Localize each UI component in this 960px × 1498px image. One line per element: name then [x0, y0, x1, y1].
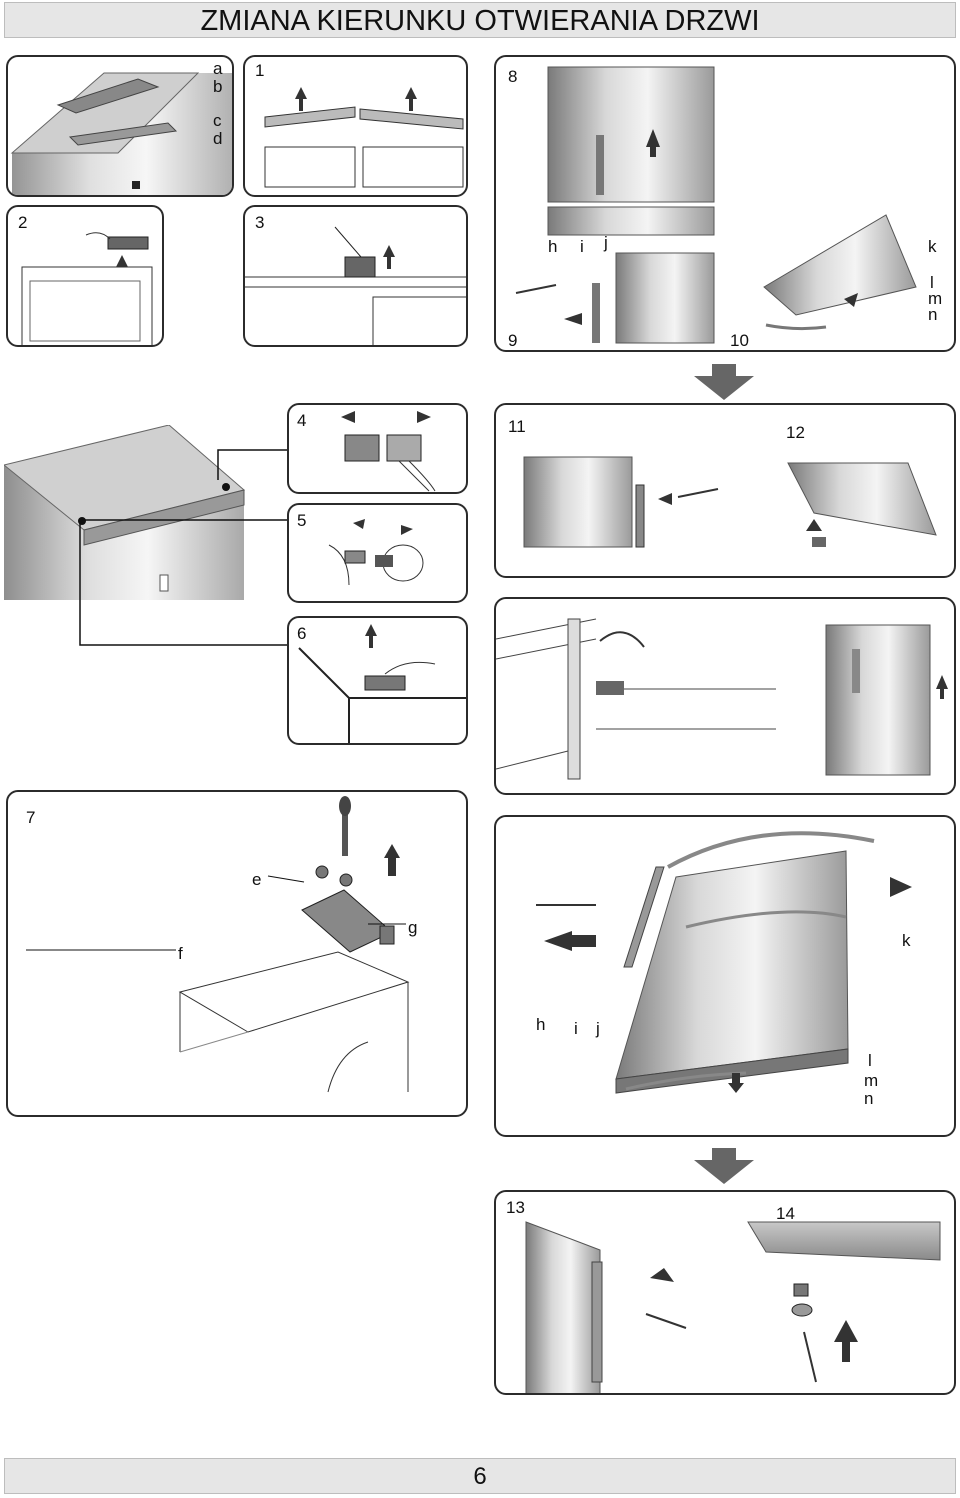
panel-step-7: 7 e f g	[6, 790, 468, 1117]
step-11-12-illustration	[523, 456, 937, 548]
step-7-hinge-illustration	[26, 796, 410, 1093]
part-label-m-bottom: m	[864, 1071, 879, 1090]
part-label-i-bottom: i	[574, 1019, 578, 1038]
step-number-11: 11	[508, 417, 526, 436]
part-label-k-top: k	[928, 237, 937, 256]
part-label-k-bottom: k	[902, 931, 911, 950]
panel-step-11-12: 11 12	[494, 403, 956, 578]
fridge-top-illustration	[10, 72, 232, 195]
part-label-j-bottom: j	[596, 1019, 600, 1038]
panel-step-1: 1	[243, 55, 468, 197]
fridge-top-with-hinge-illustration	[4, 425, 246, 600]
step-13-14-illustration	[525, 1221, 941, 1393]
panel-step-13-14: 13 14	[494, 1190, 956, 1395]
step-number-4: 4	[297, 411, 307, 430]
page-title: ZMIANA KIERUNKU OTWIERANIA DRZWI	[200, 5, 760, 37]
page-number: 6	[473, 1463, 487, 1490]
part-label-b: b	[213, 77, 223, 96]
part-label-e: e	[252, 870, 262, 889]
footer-bar: 6	[4, 1458, 956, 1494]
step-2-illustration	[21, 232, 153, 345]
panel-step-8-9-10: 8 9 10 h i j k l m n	[494, 55, 956, 352]
part-label-j-top: j	[604, 233, 608, 252]
step-number-12: 12	[786, 423, 805, 442]
panel-step-3: 3	[243, 205, 468, 347]
down-arrow-icon	[694, 364, 754, 400]
part-label-h-top: h	[548, 237, 558, 256]
step-5-illustration	[328, 519, 424, 586]
panel-step-2: 2	[6, 205, 164, 347]
step-number-2: 2	[18, 213, 28, 232]
step-number-3: 3	[255, 213, 265, 232]
part-label-n-bottom: n	[864, 1089, 874, 1108]
step-number-14: 14	[776, 1204, 795, 1223]
part-label-i-top: i	[580, 237, 584, 256]
step-4-illustration	[341, 411, 436, 492]
title-bar: ZMIANA KIERUNKU OTWIERANIA DRZWI	[4, 2, 956, 38]
hinge-swap-illustration	[496, 618, 948, 780]
part-label-f: f	[178, 944, 183, 963]
part-label-g: g	[408, 918, 418, 937]
step-number-13: 13	[506, 1198, 525, 1217]
step-number-6: 6	[297, 624, 307, 643]
panel-door-flip: h i j k l m n	[494, 815, 956, 1137]
door-flip-illustration	[536, 831, 912, 1094]
panel-hinge-swap	[494, 597, 956, 795]
part-label-d: d	[213, 129, 223, 148]
part-label-l-bottom: l	[868, 1051, 872, 1070]
panel-step-4: 4	[287, 403, 468, 494]
part-label-n-top: n	[928, 305, 938, 324]
down-arrow-icon	[694, 1148, 754, 1184]
step-number-10: 10	[730, 331, 749, 350]
step-3-illustration	[245, 226, 466, 345]
step-1-illustration	[264, 87, 464, 188]
step-6-illustration	[298, 624, 466, 743]
part-label-a: a	[213, 59, 223, 78]
step-number-7: 7	[26, 808, 36, 827]
step-number-1: 1	[255, 61, 265, 80]
part-label-l-top: l	[930, 273, 934, 292]
callout-lines	[79, 449, 298, 646]
step-number-8: 8	[508, 67, 518, 86]
part-label-m-top: m	[928, 289, 943, 308]
panel-step-6: 6	[287, 616, 468, 745]
part-label-h-bottom: h	[536, 1015, 546, 1034]
step-8-9-10-illustration	[515, 66, 917, 344]
part-label-c: c	[213, 111, 222, 130]
step-number-5: 5	[297, 511, 307, 530]
panel-step-0-parts: a b c d	[6, 55, 234, 197]
step-number-9: 9	[508, 331, 518, 350]
panel-step-5: 5	[287, 503, 468, 603]
